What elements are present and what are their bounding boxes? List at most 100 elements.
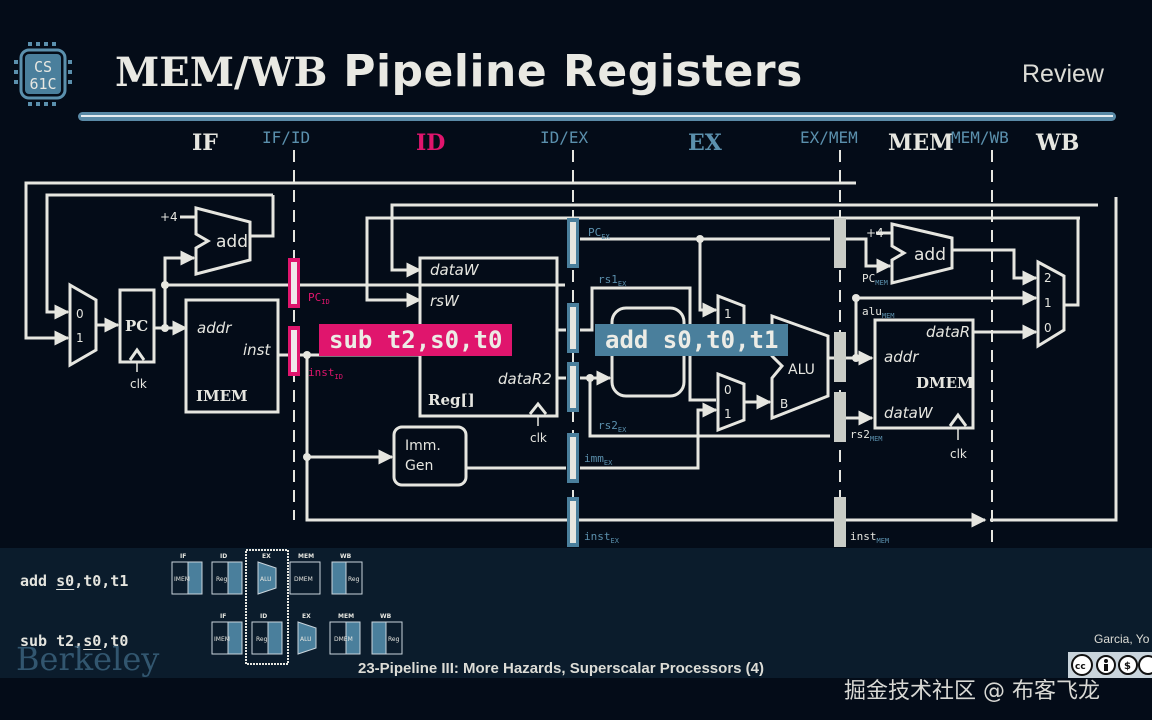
mux-b-input-0: 0	[724, 383, 732, 397]
wire-pc-to-adder	[163, 250, 196, 328]
wire-mux-wb-out	[1064, 218, 1080, 307]
pipeline-registers	[288, 218, 846, 547]
inst-id-label: instID	[308, 366, 343, 381]
alu-label: ALU	[788, 362, 815, 378]
row-sub-op: sub t2,	[20, 632, 84, 650]
pc-mem-label: PCMEM	[862, 272, 888, 287]
pipe-reg-label-ex-mem: EX/MEM	[800, 128, 858, 147]
ex-stage-instruction: add s0,t0,t1	[595, 324, 789, 356]
mux-wb-input-1: 1	[1044, 296, 1052, 310]
rs2-mem-label: rs2MEM	[850, 428, 883, 443]
pc-clk-triangle	[128, 347, 146, 361]
ex-mem-reg-alu	[834, 332, 846, 382]
mux-a-input-1: 1	[724, 307, 732, 321]
berkeley-logo: Berkeley	[16, 640, 160, 678]
dmem-label: DMEM	[916, 374, 974, 392]
logo-text-61c: 61C	[29, 75, 56, 93]
title-underline	[78, 112, 1116, 121]
immgen-line2: Gen	[405, 458, 433, 474]
ex-mem-reg-rs2	[834, 392, 846, 442]
regfile-rsw-label: rsW	[430, 292, 460, 310]
ex-mem-reg-inst	[834, 497, 846, 547]
dmem-addr-label: addr	[884, 348, 919, 366]
wire-pc-mem	[846, 237, 892, 274]
pc-ex-label: PCEX	[588, 226, 610, 241]
wire-writeback-data	[390, 203, 1098, 278]
mux-wb-input-2: 2	[1044, 271, 1052, 285]
pc-label: PC	[125, 317, 148, 335]
title-sans-part: Pipeline Registers	[343, 46, 803, 97]
mux-pc-input-1: 1	[76, 331, 84, 345]
mini-ex-highlight	[245, 549, 289, 665]
mini-r1-wb: WB	[340, 553, 352, 560]
svg-text:IMEM: IMEM	[214, 636, 230, 643]
imem-inst-label: inst	[243, 341, 271, 359]
plus4-mem-label: +4	[866, 226, 884, 240]
svg-text:Reg: Reg	[348, 576, 360, 583]
alu-b-label: B	[780, 397, 788, 411]
regfile-datar2-label: dataR2	[498, 370, 552, 388]
adder-mem	[890, 222, 954, 285]
plus4-label: +4	[160, 210, 178, 224]
datapath-diagram: +4 add 0 1 PC clk addr inst IMEM PCID in…	[24, 150, 1118, 560]
svg-text:Reg: Reg	[216, 576, 228, 583]
wire-wb-right	[990, 197, 1118, 522]
slide-title: MEM/WB Pipeline Registers	[115, 46, 803, 97]
stage-label-id: ID	[416, 130, 446, 156]
cc-icon: cc $	[1071, 654, 1152, 676]
stage-label-if: IF	[192, 130, 218, 156]
dmem-datar-label: dataR	[926, 323, 970, 341]
pc-clk-label: clk	[130, 377, 147, 391]
row-add-dest: s0	[56, 572, 75, 590]
wire-inst-forward	[305, 355, 987, 528]
mux-b-input-1: 1	[724, 407, 732, 421]
review-tag: Review	[1022, 60, 1104, 88]
mini-r2-id: ID	[260, 613, 267, 620]
inst-mem-label: instMEM	[850, 530, 889, 545]
ex-mem-reg-pc	[834, 218, 846, 268]
regfile-clk-triangle	[528, 401, 548, 415]
wire-pc4-to-mux	[952, 248, 1038, 286]
alu	[770, 313, 830, 421]
mux-wb	[1036, 259, 1066, 349]
adder-if-label: add	[216, 232, 248, 252]
mini-r1-if: IF	[180, 553, 186, 560]
pc-id-label: PCID	[308, 291, 330, 306]
rs2-ex-label: rs2EX	[598, 419, 627, 434]
regfile-clk-label: clk	[530, 431, 547, 445]
mini-r2-if: IF	[220, 613, 226, 620]
mini-r1-id: ID	[220, 553, 227, 560]
adder-mem-label: add	[914, 245, 946, 265]
id-stage-instruction: sub t2,s0,t0	[319, 324, 513, 356]
alu-mem-label: aluMEM	[862, 305, 895, 320]
stage-label-ex: EX	[688, 130, 722, 156]
immgen-box	[392, 425, 468, 487]
regfile-dataw-label: dataW	[430, 261, 480, 279]
wire-branch-target	[24, 181, 856, 346]
immgen-line1: Imm.	[405, 438, 441, 454]
title-mono-part: MEM/WB	[115, 49, 328, 96]
mini-r2-wb: WB	[380, 613, 392, 620]
cc-license-badge: cc $	[1068, 652, 1152, 678]
mini-r2-ex: EX	[302, 613, 311, 620]
cs61c-logo: CS 61C	[14, 42, 72, 106]
adder-if	[194, 206, 252, 276]
inst-ex-label: instEX	[584, 530, 620, 545]
wire-writeback-rd	[365, 216, 1080, 308]
pipeline-row-add: add s0,t0,t1	[20, 572, 128, 590]
wire-pc-to-muxa	[698, 239, 718, 318]
logo-text-cs: CS	[34, 58, 52, 76]
watermark: 掘金技术社区 @ 布客飞龙	[844, 679, 1100, 704]
mini-pipeline-diagram: IF ID EX MEM WB IF ID EX MEM WB IMEM Reg…	[171, 549, 403, 665]
imem-addr-label: addr	[197, 319, 232, 337]
pipeline-row-sub: sub t2,s0,t0	[20, 632, 128, 650]
mux-pc-input-0: 0	[76, 307, 84, 321]
stage-label-mem: MEM	[888, 130, 954, 156]
rs1-ex-label: rs1EX	[598, 273, 627, 288]
dmem-clk-triangle	[948, 412, 968, 427]
row-sub-dest: s0	[83, 632, 102, 650]
wire-imm-to-muxb	[580, 402, 718, 470]
mini-r1-mem: MEM	[298, 553, 314, 560]
wire-rs1-ex	[580, 286, 716, 402]
mux-pc	[68, 282, 98, 368]
